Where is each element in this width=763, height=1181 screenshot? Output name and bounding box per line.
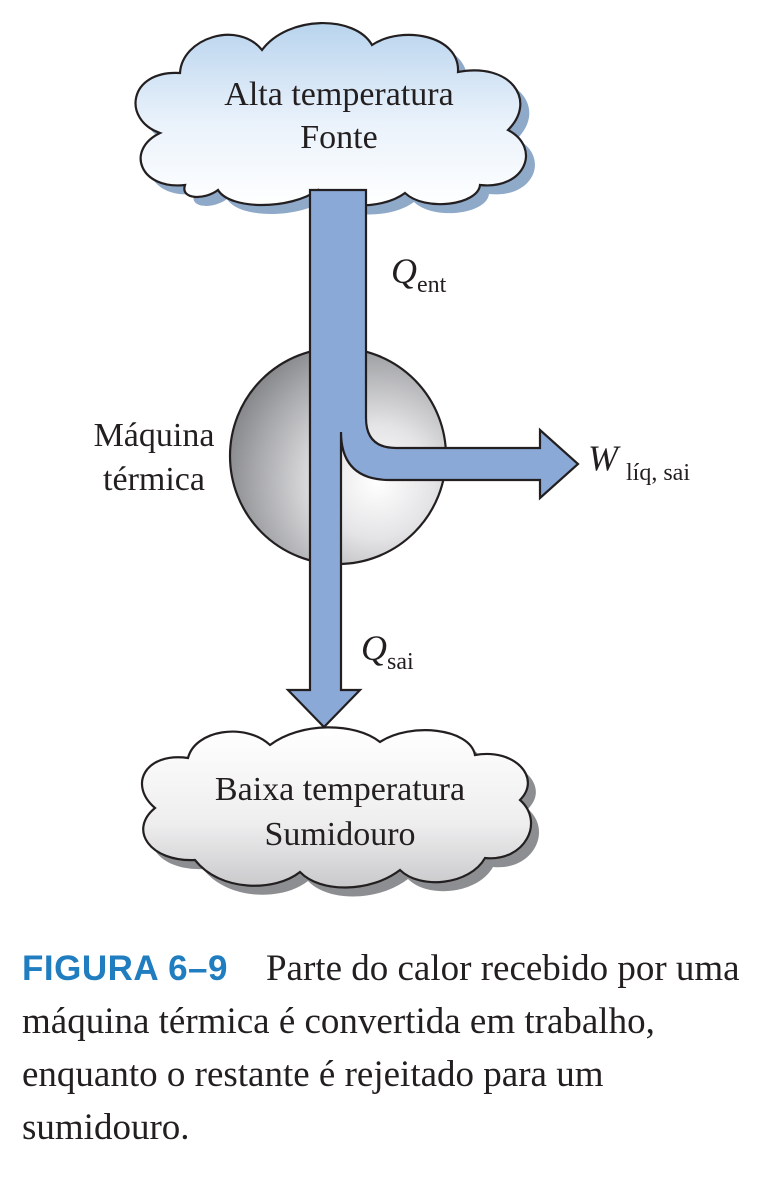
sink-label-line1: Baixa temperatura <box>215 771 465 808</box>
heat-flow-arrow <box>285 188 580 729</box>
source-label-line2: Fonte <box>300 119 377 156</box>
w-out-subscript: líq, sai <box>626 460 690 486</box>
w-out-symbol: W <box>588 438 621 478</box>
source-label-line1: Alta temperatura <box>224 76 453 113</box>
heat-engine-diagram: Alta temperatura Fonte Baixa temperatura… <box>94 22 690 897</box>
q-in-subscript: ent <box>417 272 447 298</box>
q-in-label: Qent <box>391 251 447 298</box>
sink-label-line2: Sumidouro <box>264 816 415 853</box>
q-out-label: Qsai <box>361 628 414 675</box>
q-in-symbol: Q <box>391 251 417 291</box>
figure-number: FIGURA 6–9 <box>22 949 228 988</box>
q-out-symbol: Q <box>361 628 387 668</box>
caption-text: Parte do calor recebido por uma máquina … <box>22 948 740 1148</box>
source-cloud: Alta temperatura Fonte <box>134 22 535 215</box>
engine-label-line1: Máquina <box>94 417 215 454</box>
sink-cloud: Baixa temperatura Sumidouro <box>141 726 540 897</box>
engine-label-line2: térmica <box>103 461 205 498</box>
q-out-subscript: sai <box>387 649 414 675</box>
